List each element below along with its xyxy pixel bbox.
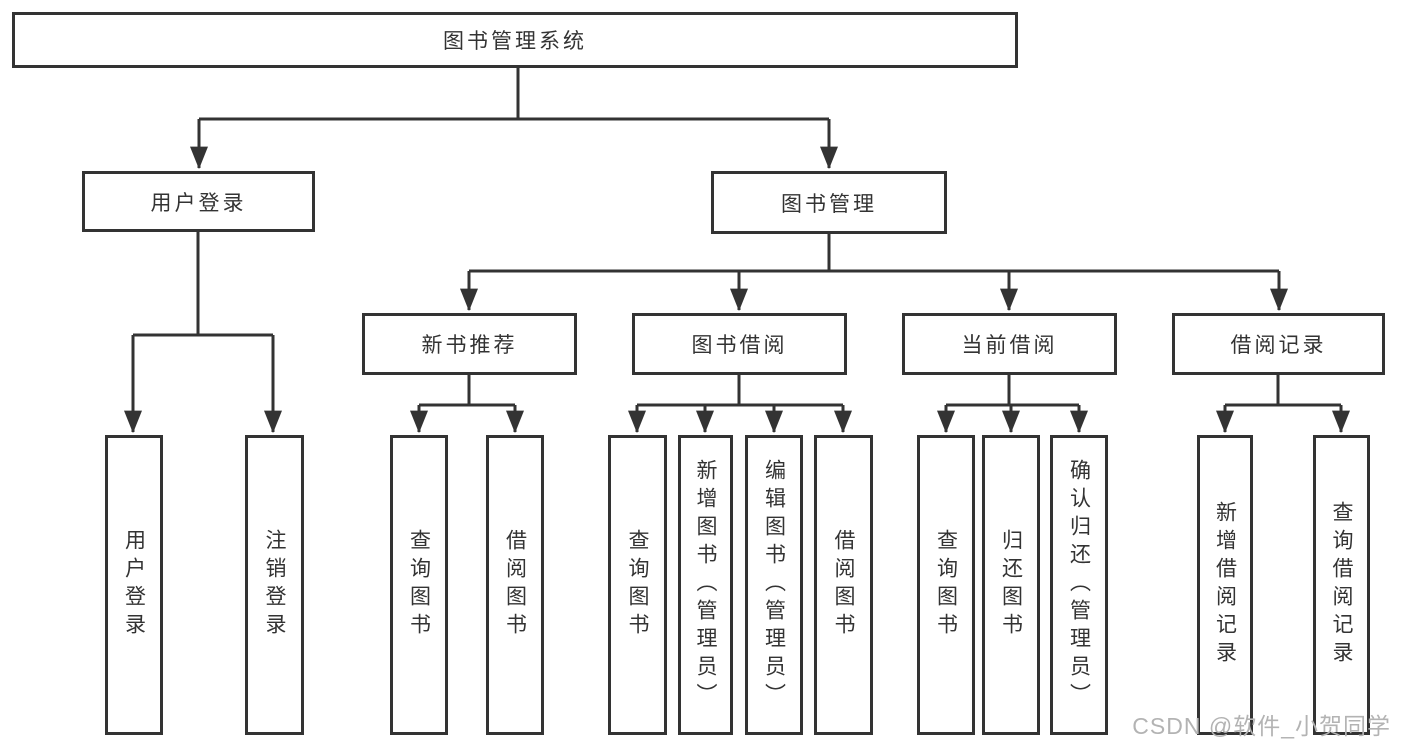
node-book-borrowing: 图书借阅 — [632, 313, 847, 375]
leaf-add-book-admin: 新增图书（管理员） — [678, 435, 733, 735]
node-library-system: 图书管理系统 — [12, 12, 1018, 68]
leaf-user-login: 用户登录 — [105, 435, 163, 735]
leaf-edit-book-admin: 编辑图书（管理员） — [745, 435, 803, 735]
leaf-borrow-book-borrowing: 借阅图书 — [814, 435, 873, 735]
leaf-query-borrow-record: 查询借阅记录 — [1313, 435, 1370, 735]
node-current-borrowing: 当前借阅 — [902, 313, 1117, 375]
leaf-add-borrow-record-label: 新增借阅记录 — [1213, 501, 1237, 669]
leaf-query-book-borrowing: 查询图书 — [608, 435, 667, 735]
node-borrowing-records: 借阅记录 — [1172, 313, 1385, 375]
leaf-query-borrow-record-label: 查询借阅记录 — [1330, 501, 1354, 669]
leaf-query-book-newbook-label: 查询图书 — [407, 529, 431, 641]
leaf-add-book-admin-label: 新增图书（管理员） — [694, 459, 718, 711]
leaf-add-borrow-record: 新增借阅记录 — [1197, 435, 1253, 735]
leaf-confirm-return-admin-label: 确认归还（管理员） — [1067, 459, 1091, 711]
leaf-return-book: 归还图书 — [982, 435, 1040, 735]
csdn-watermark: CSDN @软件_小贺同学 — [1132, 713, 1391, 739]
leaf-query-book-current-label: 查询图书 — [934, 529, 958, 641]
leaf-borrow-book-newbook: 借阅图书 — [486, 435, 544, 735]
leaf-edit-book-admin-label: 编辑图书（管理员） — [762, 459, 786, 711]
leaf-confirm-return-admin: 确认归还（管理员） — [1050, 435, 1108, 735]
leaf-user-login-label: 用户登录 — [122, 529, 146, 641]
leaf-query-book-current: 查询图书 — [917, 435, 975, 735]
node-book-management: 图书管理 — [711, 171, 947, 234]
leaf-logout: 注销登录 — [245, 435, 304, 735]
leaf-query-book-newbook: 查询图书 — [390, 435, 448, 735]
leaf-borrow-book-newbook-label: 借阅图书 — [503, 529, 527, 641]
leaf-return-book-label: 归还图书 — [999, 529, 1023, 641]
node-new-book-recommend: 新书推荐 — [362, 313, 577, 375]
leaf-borrow-book-borrowing-label: 借阅图书 — [832, 529, 856, 641]
leaf-logout-label: 注销登录 — [263, 529, 287, 641]
node-user-login: 用户登录 — [82, 171, 315, 232]
leaf-query-book-borrowing-label: 查询图书 — [626, 529, 650, 641]
